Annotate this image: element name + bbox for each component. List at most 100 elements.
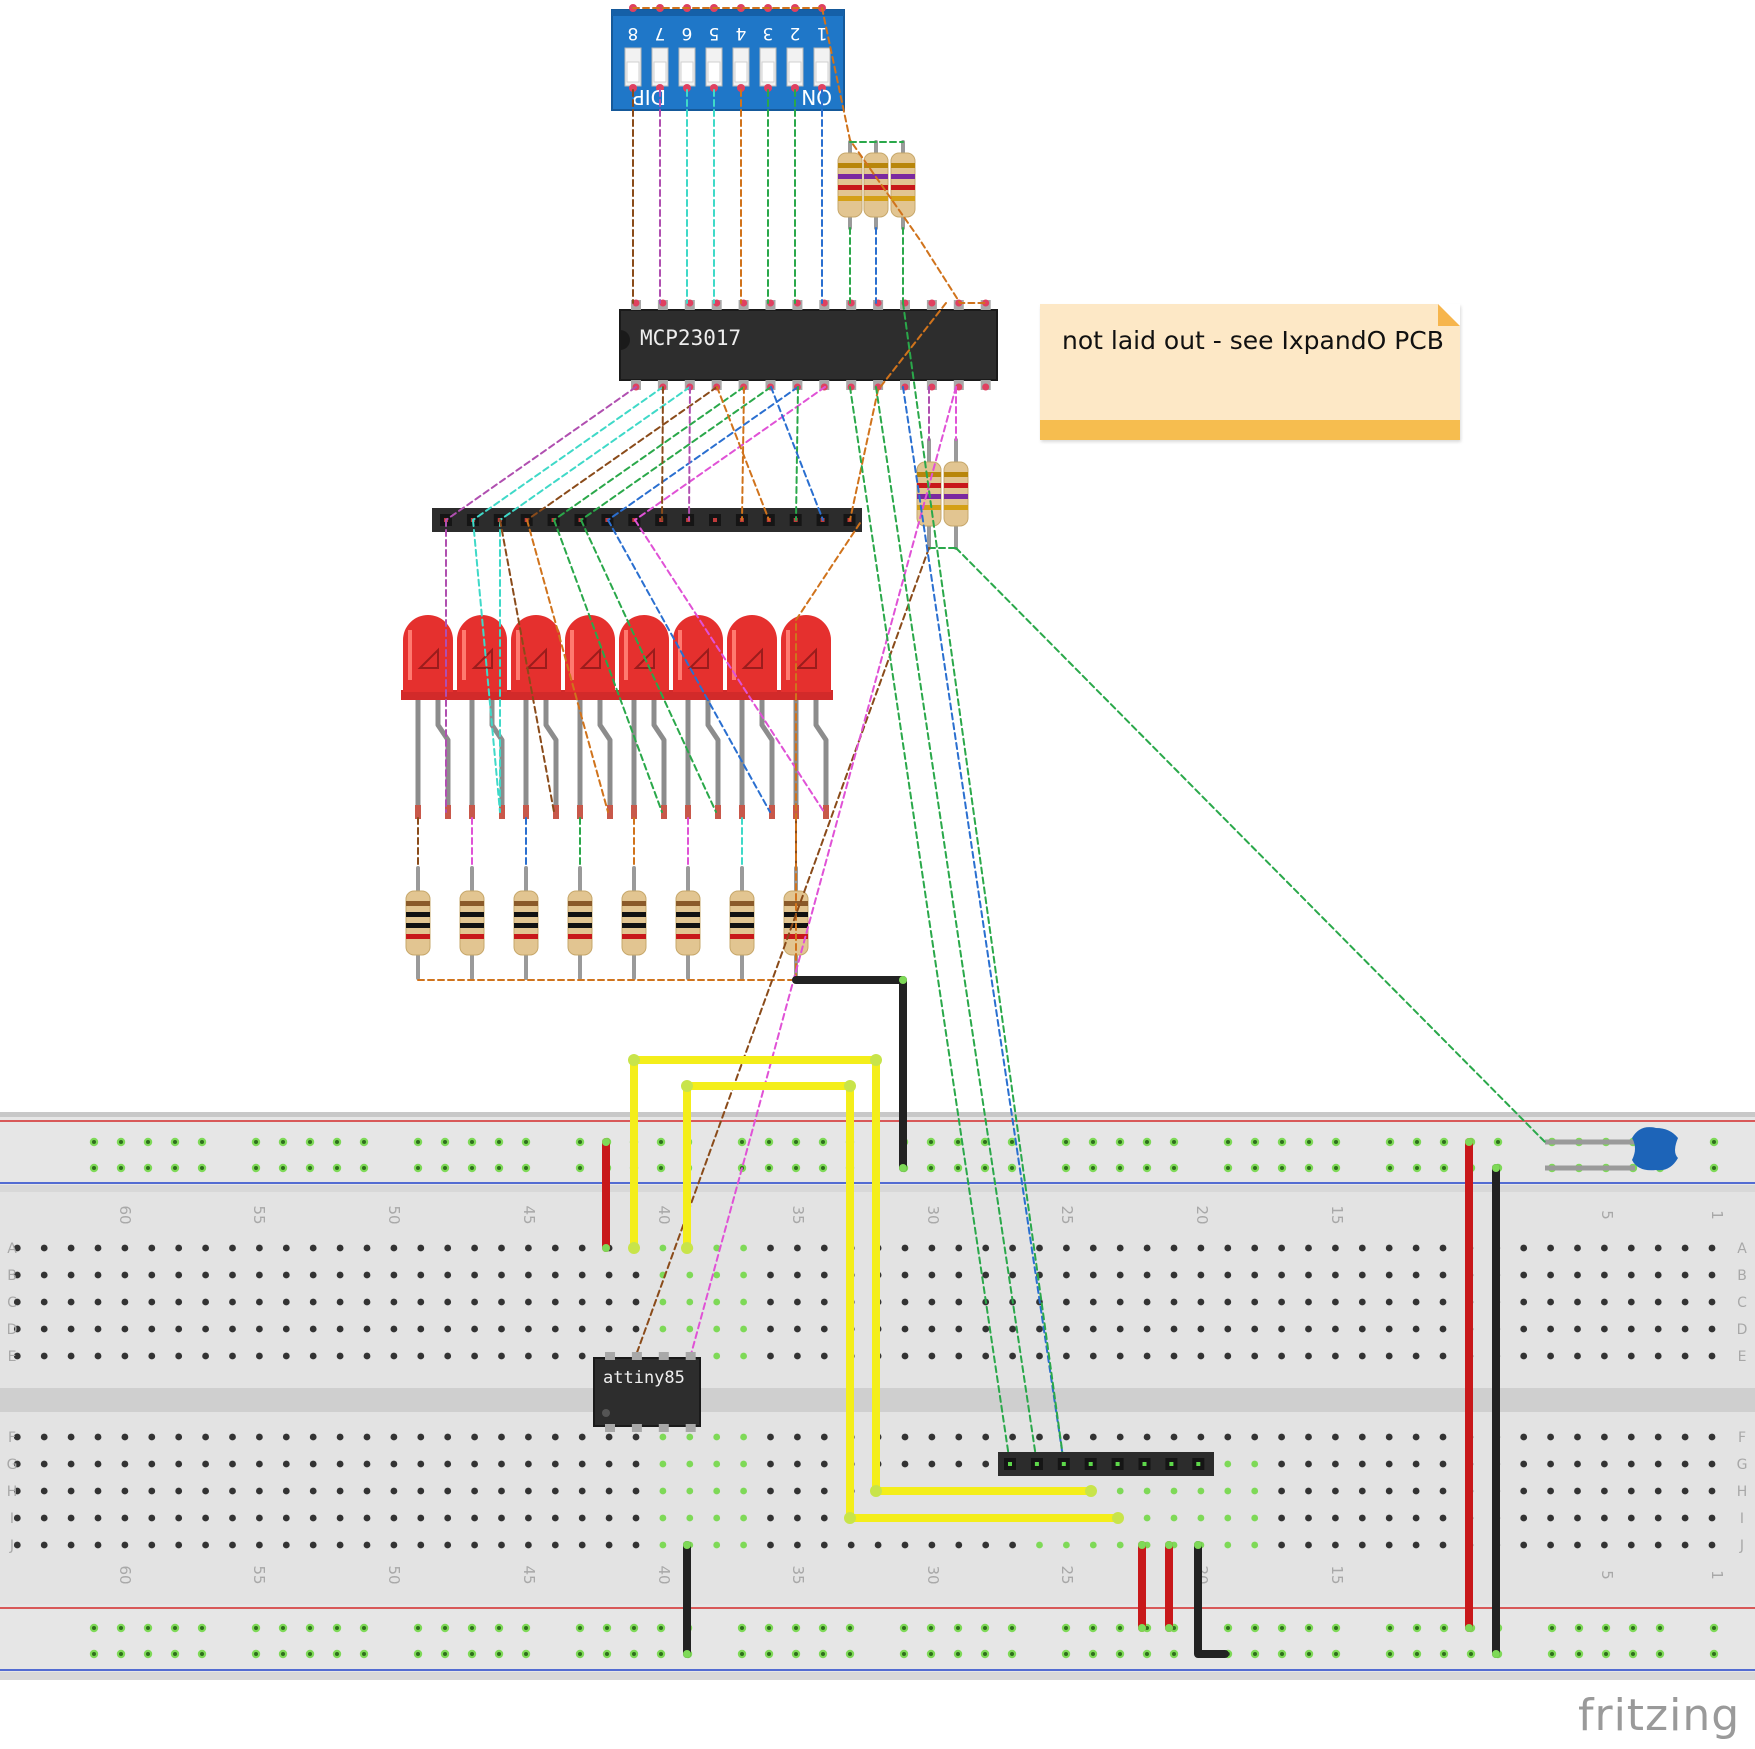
mcp-pin-end <box>686 299 694 307</box>
wire-end <box>1165 1541 1173 1549</box>
ratsnest-lines <box>417 7 1546 1465</box>
jumper-wires[interactable] <box>602 976 1500 1658</box>
mcp-label: MCP23017 <box>640 326 741 350</box>
resistor-pullup-band <box>838 174 862 179</box>
mcp23017-chip[interactable]: MCP23017 <box>619 299 998 391</box>
header-strip[interactable] <box>432 508 862 532</box>
dip-pin <box>656 84 664 92</box>
resistor-led-band <box>730 934 754 939</box>
led-rim <box>779 690 833 700</box>
column-number-label: 15 <box>1328 1565 1346 1584</box>
column-number-label: 30 <box>924 1565 942 1584</box>
ratsnest-wire <box>875 386 1038 1465</box>
header-socket-contact <box>713 518 717 522</box>
wire-end <box>1465 1138 1473 1146</box>
resistor-led-band <box>676 901 700 906</box>
ratsnest-wire <box>795 519 863 981</box>
resistor-led-band <box>730 901 754 906</box>
attiny-pin <box>631 1352 642 1360</box>
wire-end <box>681 1242 693 1254</box>
ratsnest-wire <box>472 519 501 813</box>
dip-toggle-knob <box>653 61 667 83</box>
column-number-label: 35 <box>789 1205 807 1224</box>
resistor-led-band <box>406 912 430 917</box>
dip-pin <box>791 84 799 92</box>
ratsnest-wire <box>499 386 691 521</box>
capacitor[interactable] <box>1545 1127 1678 1171</box>
resistor-pullup-band <box>838 163 862 168</box>
led-leg-tip <box>631 805 637 819</box>
header-8-contact <box>1142 1462 1147 1466</box>
led-leg-tip <box>823 805 829 819</box>
dip-toggle-knob <box>626 61 640 83</box>
resistor-led-band <box>568 901 592 906</box>
column-number-label: 50 <box>385 1205 403 1224</box>
row-letter-label: B <box>1737 1268 1747 1284</box>
header-8-contact <box>1061 1462 1066 1466</box>
mcp-pin-end <box>955 383 963 391</box>
led-body <box>457 615 507 692</box>
black-wire-gnd <box>1194 1541 1229 1658</box>
attiny-pin <box>658 1352 669 1360</box>
attiny-pin <box>658 1424 669 1432</box>
header-8-contact <box>1196 1462 1201 1466</box>
ratsnest-wire <box>849 386 1011 1465</box>
dip-pin <box>737 84 745 92</box>
wire-end <box>899 1164 907 1172</box>
ratsnest-wire <box>661 386 664 521</box>
led-rim <box>725 690 779 700</box>
dip-number: 3 <box>763 23 774 43</box>
ratsnest-wire <box>607 386 799 521</box>
row-letter-label: F <box>8 1430 16 1446</box>
column-number-label: 60 <box>116 1565 134 1584</box>
row-letter-label: F <box>1738 1430 1746 1446</box>
ratsnest-wire <box>770 386 824 521</box>
dip-pin <box>629 84 637 92</box>
led-body <box>673 615 723 692</box>
dip-toggle-knob <box>815 61 829 83</box>
led-anode-leg <box>543 697 559 815</box>
header-8-pin[interactable] <box>998 1452 1214 1476</box>
dip-pin <box>710 84 718 92</box>
dip-toggle-knob <box>761 61 775 83</box>
ratsnest-wire <box>553 386 745 521</box>
header-8-body <box>998 1452 1214 1476</box>
header-8-contact <box>1008 1462 1012 1466</box>
attiny85-chip[interactable]: attiny85 <box>593 1357 701 1427</box>
row-letter-label: H <box>7 1484 18 1500</box>
resistor-mid-band <box>944 483 968 488</box>
sticky-note[interactable]: not laid out - see IxpandO PCB <box>1040 304 1460 440</box>
led-leg-tip <box>685 805 691 819</box>
led-body <box>403 615 453 692</box>
ratsnest-wire <box>821 7 986 304</box>
resistor-led-band <box>514 912 538 917</box>
column-number-label: 25 <box>1058 1565 1076 1584</box>
led-anvil <box>417 647 439 669</box>
resistor-pullup-band <box>838 196 862 201</box>
led-array[interactable] <box>401 615 833 819</box>
wire-end <box>1194 1541 1202 1549</box>
led-anvil <box>687 647 709 669</box>
resistor-pullup-band <box>891 196 915 201</box>
led-leg-tip <box>793 805 799 819</box>
row-letter-label: C <box>1737 1295 1747 1311</box>
row-letter-label: I <box>1740 1511 1744 1527</box>
wire-end <box>1492 1164 1500 1172</box>
wire-end <box>1492 1650 1500 1658</box>
column-number-label: 50 <box>385 1565 403 1584</box>
led-anode-leg <box>651 697 667 815</box>
dip-toggle-knob <box>680 61 694 83</box>
column-number-label: 40 <box>655 1565 673 1584</box>
resistor-pullup-band <box>891 163 915 168</box>
column-number-label: 45 <box>520 1205 538 1224</box>
note-footer-bar <box>1040 420 1460 440</box>
row-letter-label: I <box>10 1511 14 1527</box>
header-8-contact <box>1115 1462 1120 1466</box>
column-number-label: 1 <box>1708 1210 1726 1220</box>
mcp-pin-end <box>955 299 963 307</box>
attiny-pin <box>631 1424 642 1432</box>
row-letter-label: J <box>1739 1538 1744 1554</box>
